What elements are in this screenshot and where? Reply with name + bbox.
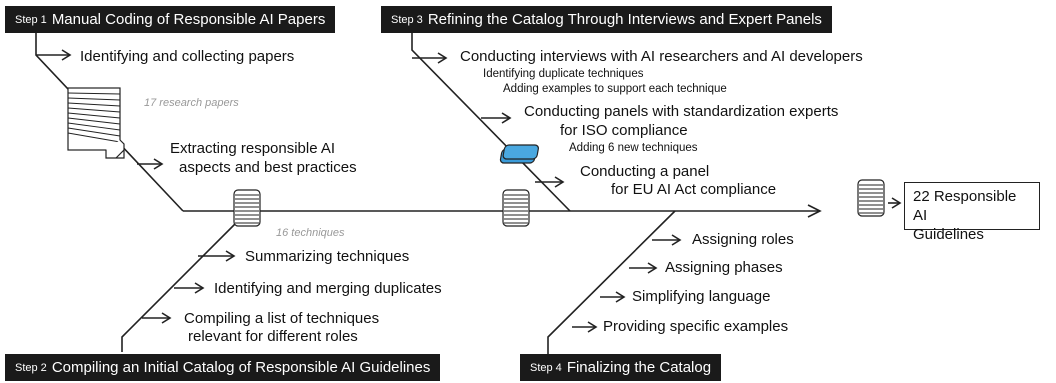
compile-label-line2: relevant for different roles <box>188 328 358 345</box>
result-line1: 22 Responsible AI <box>913 188 1017 224</box>
catalog-stack-icon <box>502 189 530 227</box>
merge-label: Identifying and merging duplicates <box>214 280 442 297</box>
step3-tag: Step 3 <box>391 13 423 26</box>
extract-label-line1: Extracting responsible AI <box>170 140 336 157</box>
step1-header: Step 1 Manual Coding of Responsible AI P… <box>5 6 336 33</box>
main-spine <box>183 204 822 218</box>
iso-panels-line2: for ISO compliance <box>560 122 688 139</box>
step1-bone <box>35 30 184 212</box>
iso-panels-line1: Conducting panels with standardization e… <box>524 103 839 120</box>
step4-title: Finalizing the Catalog <box>566 359 712 376</box>
duplicates-sublabel: Identifying duplicate techniques <box>483 68 644 80</box>
result-line2: Guidelines <box>913 226 984 243</box>
step4-header: Step 4 Finalizing the Catalog <box>520 354 722 381</box>
summarize-label: Summarizing techniques <box>245 248 410 265</box>
papers-stack-icon <box>67 87 125 159</box>
step2-title: Compiling an Initial Catalog of Responsi… <box>51 359 431 376</box>
step3-title: Refining the Catalog Through Interviews … <box>427 11 822 28</box>
techniques-count-note: 16 techniques <box>276 227 345 239</box>
step4-bone <box>547 210 682 354</box>
extract-label-line2: aspects and best practices <box>179 159 357 176</box>
eu-panel-line1: Conducting a panel <box>580 163 710 180</box>
roles-label: Assigning roles <box>692 231 794 248</box>
phases-label: Assigning phases <box>665 259 783 276</box>
step2-bone <box>121 210 249 352</box>
techniques-stack-icon <box>233 189 261 227</box>
interviews-label: Conducting interviews with AI researcher… <box>460 48 863 65</box>
step2-tag: Step 2 <box>15 361 47 374</box>
step1-title: Manual Coding of Responsible AI Papers <box>51 11 326 28</box>
language-label: Simplifying language <box>632 288 771 305</box>
final-stack-icon <box>857 179 885 217</box>
eu-panel-line2: for EU AI Act compliance <box>611 181 777 198</box>
new-techniques-stack-icon <box>499 144 539 164</box>
step1-tag: Step 1 <box>15 13 47 26</box>
step4-tag: Step 4 <box>530 361 562 374</box>
examples-label: Providing specific examples <box>603 318 789 335</box>
step2-header: Step 2 Compiling an Initial Catalog of R… <box>5 354 441 381</box>
papers-count-note: 17 research papers <box>144 97 239 109</box>
collect-papers-label: Identifying and collecting papers <box>80 48 295 65</box>
result-arrow <box>888 197 902 209</box>
examples-sublabel: Adding examples to support each techniqu… <box>503 83 727 95</box>
step3-header: Step 3 Refining the Catalog Through Inte… <box>381 6 832 33</box>
result-box: 22 Responsible AI Guidelines <box>904 182 1040 243</box>
compile-label-line1: Compiling a list of techniques <box>184 310 380 327</box>
new-techniques-sublabel: Adding 6 new techniques <box>569 142 698 154</box>
